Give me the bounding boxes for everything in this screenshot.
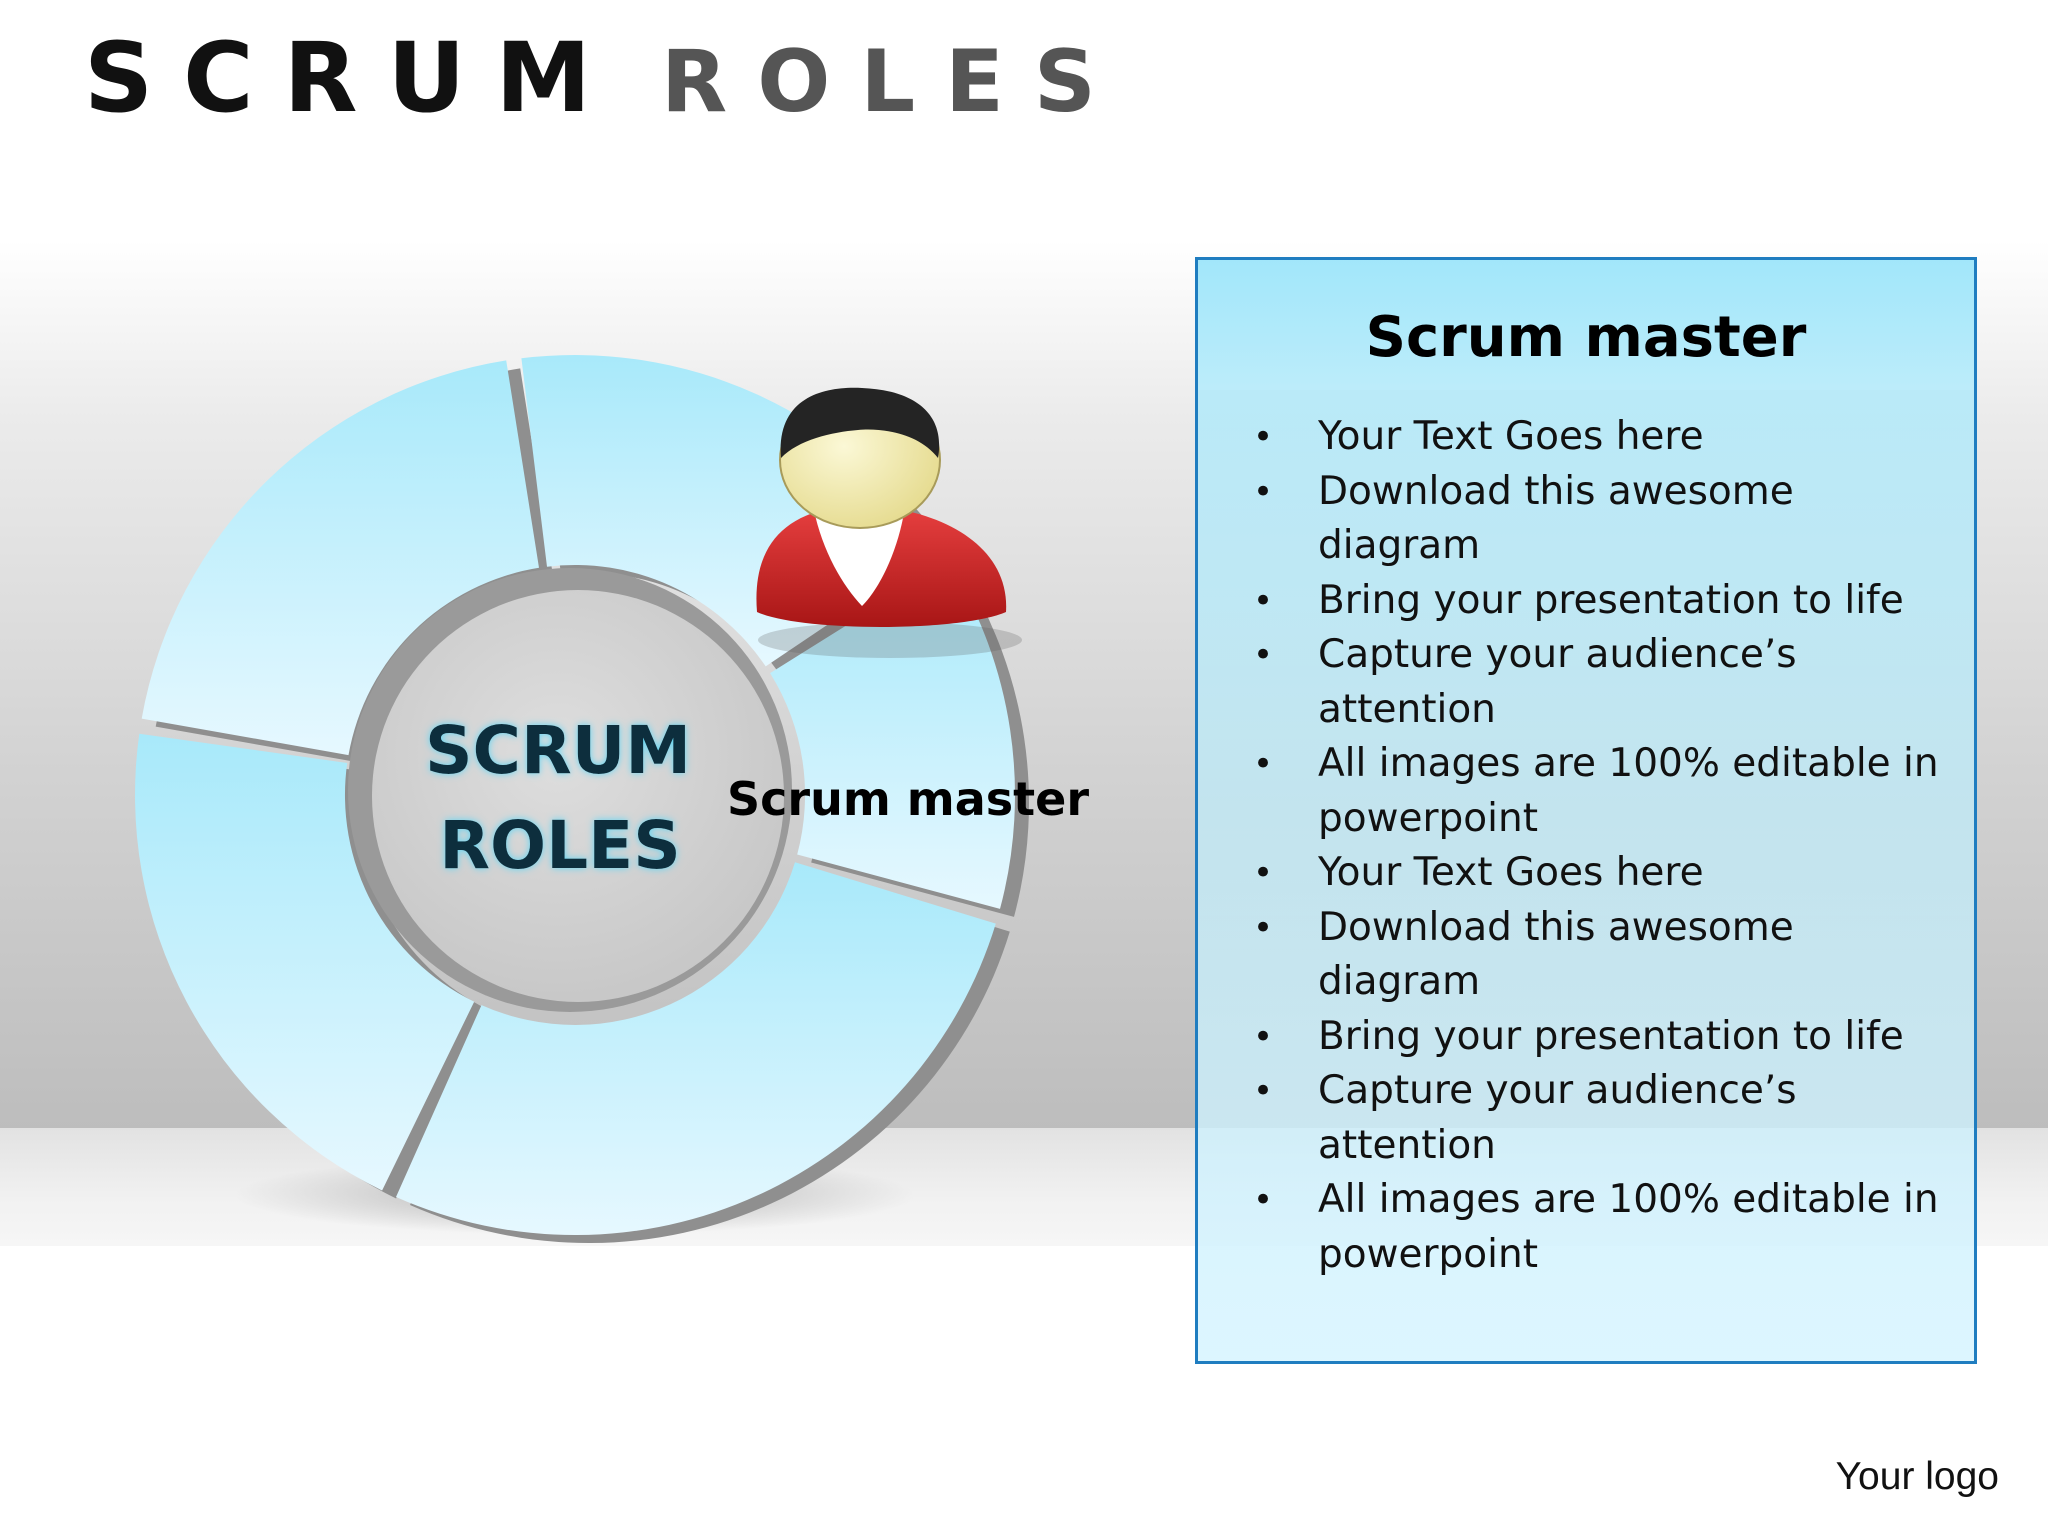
bullet-item: Download this awesome diagram [1198, 465, 1974, 574]
ring-segments [135, 355, 1029, 1244]
bullet-item: Your Text Goes here [1198, 410, 1974, 465]
hub-circle [372, 590, 784, 1002]
bullet-list: Your Text Goes hereDownload this awesome… [1198, 390, 1974, 1282]
bullet-item: Bring your presentation to life [1198, 574, 1974, 629]
bullet-item: Capture your audience’s attention [1198, 628, 1974, 737]
bullet-item: Your Text Goes here [1198, 846, 1974, 901]
person-icon [756, 387, 1022, 658]
title-word-roles: ROLES [661, 32, 1126, 132]
ring-segment-2 [141, 360, 539, 756]
hub-label-line1: SCRUM [425, 712, 691, 789]
title-word-scrum: SCRUM [84, 22, 621, 134]
bullet-item: All images are 100% editable in powerpoi… [1198, 737, 1974, 846]
bullet-item: Capture your audience’s attention [1198, 1064, 1974, 1173]
info-panel: Scrum master Your Text Goes hereDownload… [1195, 257, 1977, 1364]
ring-segment-4 [770, 561, 1015, 909]
ring-segment-1 [135, 733, 475, 1191]
bullet-item: Bring your presentation to life [1198, 1010, 1974, 1065]
logo-placeholder: Your logo [1835, 1455, 1999, 1498]
bullet-item: All images are 100% editable in powerpoi… [1198, 1173, 1974, 1282]
panel-title: Scrum master [1198, 260, 1974, 390]
bullet-item: Download this awesome diagram [1198, 901, 1974, 1010]
ring-segment-5 [396, 862, 996, 1236]
segment-label-scrum-master: Scrum master [727, 772, 1089, 826]
hub-label-line2: ROLES [439, 807, 681, 884]
